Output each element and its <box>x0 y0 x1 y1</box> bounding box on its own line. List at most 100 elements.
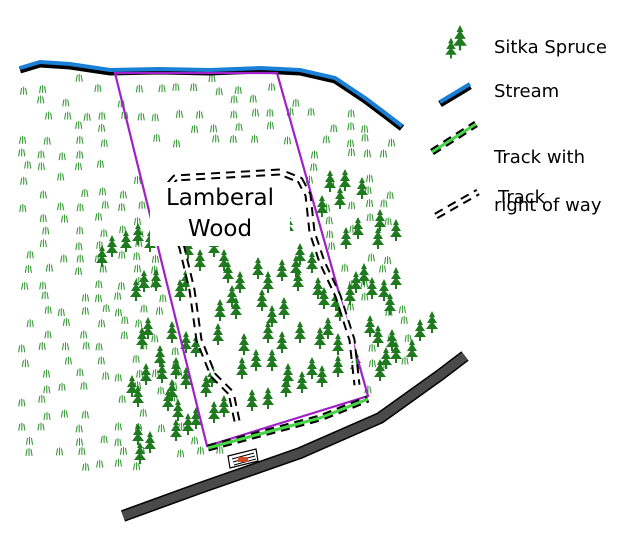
grass-tuft-icon <box>74 266 83 276</box>
grass-tuft-icon <box>153 133 161 142</box>
grass-tuft-icon <box>76 135 84 144</box>
grass-tuft-icon <box>26 319 34 328</box>
spruce-tree-icon <box>234 271 246 293</box>
spruce-tree-icon <box>414 319 426 341</box>
grass-tuft-icon <box>18 344 26 353</box>
spruce-tree-icon <box>282 363 294 385</box>
grass-tuft-icon <box>61 342 70 351</box>
grass-tuft-icon <box>100 229 108 238</box>
grass-tuft-icon <box>64 111 72 120</box>
grass-tuft-icon <box>57 172 65 181</box>
grass-tuft-icon <box>83 112 91 121</box>
spruce-tree-icon <box>250 349 262 371</box>
grass-tuft-icon <box>158 84 166 93</box>
grass-tuft-icon <box>216 445 224 454</box>
grass-tuft-icon <box>18 148 26 157</box>
grass-tuft-icon <box>100 435 108 444</box>
grass-tuft-icon <box>76 226 84 235</box>
grass-tuft-icon <box>175 109 183 118</box>
grass-tuft-icon <box>20 86 28 95</box>
grass-tuft-icon <box>379 149 388 158</box>
legend-right-of-way-label: Track with right of way <box>494 122 602 242</box>
grass-tuft-icon <box>76 150 84 159</box>
grass-tuft-icon <box>42 369 51 378</box>
spruce-tree-icon <box>138 270 150 292</box>
grass-tuft-icon <box>78 447 86 456</box>
grass-tuft-icon <box>81 306 89 315</box>
grass-tuft-icon <box>60 254 68 263</box>
grass-tuft-icon <box>62 317 70 327</box>
legend-right-of-way-line2: right of way <box>494 195 602 216</box>
grass-tuft-icon <box>76 368 84 377</box>
spruce-tree-icon <box>170 357 182 379</box>
spruce-tree-icon <box>256 289 268 311</box>
legend-track-label: Track <box>498 187 546 208</box>
road-surface <box>121 352 468 521</box>
grass-tuft-icon <box>21 281 29 290</box>
grass-tuft-icon <box>118 202 126 212</box>
grass-tuft-icon <box>45 111 53 120</box>
grass-tuft-icon <box>95 279 103 289</box>
grass-tuft-icon <box>155 306 164 315</box>
grass-tuft-icon <box>76 203 84 212</box>
grass-tuft-icon <box>251 108 259 117</box>
grass-tuft-icon <box>37 150 45 159</box>
grass-tuft-icon <box>94 83 102 93</box>
grass-tuft-icon <box>325 216 333 225</box>
grass-tuft-icon <box>114 308 123 317</box>
grass-tuft-icon <box>96 159 104 168</box>
spruce-tree-icon <box>238 333 250 355</box>
grass-tuft-icon <box>21 359 29 368</box>
grass-tuft-icon <box>367 253 375 262</box>
grass-tuft-icon <box>195 110 204 119</box>
spruce-tree-icon <box>296 371 308 393</box>
grass-tuft-icon <box>62 98 70 107</box>
grass-tuft-icon <box>114 422 122 431</box>
grass-tuft-icon <box>387 138 396 147</box>
grass-tuft-icon <box>400 315 408 324</box>
grass-tuft-icon <box>310 162 318 171</box>
spruce-tree-icon <box>208 401 220 423</box>
grass-tuft-icon <box>133 175 142 184</box>
spruce-tree-icon <box>156 361 168 383</box>
spruce-tree-icon <box>294 321 306 343</box>
grass-tuft-icon <box>322 135 330 144</box>
grass-tuft-icon <box>75 437 84 446</box>
grass-tuft-icon <box>39 281 47 290</box>
grass-tuft-icon <box>215 87 223 96</box>
grass-tuft-icon <box>60 214 69 223</box>
grass-tuft-icon <box>401 356 409 365</box>
grass-tuft-icon <box>398 305 406 314</box>
grass-tuft-icon <box>58 152 66 161</box>
grass-tuft-icon <box>120 331 128 340</box>
spruce-tree-icon <box>314 327 326 349</box>
grass-tuft-icon <box>251 134 259 143</box>
grass-tuft-icon <box>190 83 198 92</box>
grass-tuft-icon <box>197 446 205 455</box>
legend-stream-icon <box>438 82 472 108</box>
grass-tuft-icon <box>230 110 238 119</box>
spruce-tree-icon <box>154 345 166 367</box>
spruce-tree-icon <box>374 209 386 231</box>
grass-tuft-icon <box>177 449 185 458</box>
right-of-way-track-inner <box>207 397 369 450</box>
grass-tuft-icon <box>137 112 145 121</box>
legend-sitka-spruce-label: Sitka Spruce <box>494 37 607 58</box>
spruce-tree-icon <box>266 349 278 371</box>
grass-tuft-icon <box>57 202 65 211</box>
grass-tuft-icon <box>119 225 127 234</box>
grass-tuft-icon <box>173 139 181 148</box>
grass-tuft-icon <box>283 136 292 145</box>
spruce-tree-icon <box>172 399 184 421</box>
track-loop-inner <box>160 170 359 422</box>
grass-tuft-icon <box>42 226 50 235</box>
grass-tuft-icon <box>39 239 47 248</box>
grass-tuft-icon <box>64 356 72 365</box>
grass-tuft-icon <box>76 254 84 263</box>
legend-spruce-icon <box>445 25 467 59</box>
grass-tuft-icon <box>366 199 374 208</box>
grass-tuft-icon <box>330 124 338 133</box>
grass-tuft-icon <box>191 436 199 445</box>
spruce-tree-icon <box>332 355 344 377</box>
